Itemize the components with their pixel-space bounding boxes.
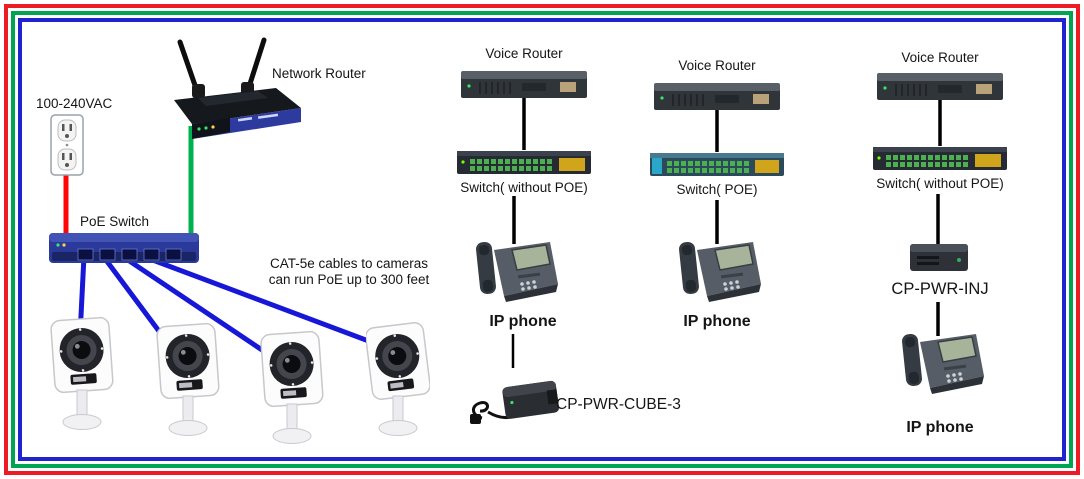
network-router [174, 37, 301, 139]
power-injector [910, 244, 968, 271]
network-router-label: Network Router [272, 66, 366, 81]
connector-lines [511, 98, 942, 368]
switch-3 [873, 147, 1007, 170]
voice-router-label-2: Voice Router [678, 58, 756, 73]
power-injector-label: CP-PWR-INJ [891, 280, 989, 298]
voice-router-1 [461, 71, 587, 98]
outlet-voltage-label: 100-240VAC [36, 96, 113, 111]
voice-router-label-1: Voice Router [485, 46, 563, 61]
switch-label-2: Switch( POE) [676, 182, 758, 197]
poe-switch-label: PoE Switch [80, 214, 150, 229]
poe-switch [49, 233, 199, 263]
switch-label-3: Switch( without POE) [876, 176, 1004, 191]
voice-router-label-3: Voice Router [901, 50, 979, 65]
poe-cable-4 [141, 253, 383, 349]
ip-phone-1 [476, 241, 558, 302]
ip-camera-1 [50, 316, 114, 430]
ip-phone-label-1: IP phone [489, 313, 557, 330]
power-outlet [50, 114, 84, 176]
switch-label-1: Switch( without POE) [460, 180, 588, 195]
power-cube-label: CP-PWR-CUBE-3 [556, 396, 681, 413]
poe-cable-3 [120, 253, 276, 361]
ip-phone-label-3: IP phone [906, 419, 974, 436]
switch-2 [650, 153, 784, 176]
ip-camera-2 [156, 322, 220, 436]
antenna-right [245, 37, 267, 93]
power-cube [470, 380, 560, 424]
switch-1 [457, 151, 591, 174]
ip-phone-label-2: IP phone [683, 313, 751, 330]
voice-router-2 [654, 83, 780, 110]
voice-router-3 [877, 73, 1003, 100]
cat5e-note: CAT-5e cables to cameras can run PoE up … [268, 256, 430, 288]
ip-camera-4 [366, 322, 430, 436]
ip-phone-2 [679, 241, 761, 302]
ip-camera-3 [260, 330, 324, 444]
ip-phone-3 [902, 333, 984, 394]
